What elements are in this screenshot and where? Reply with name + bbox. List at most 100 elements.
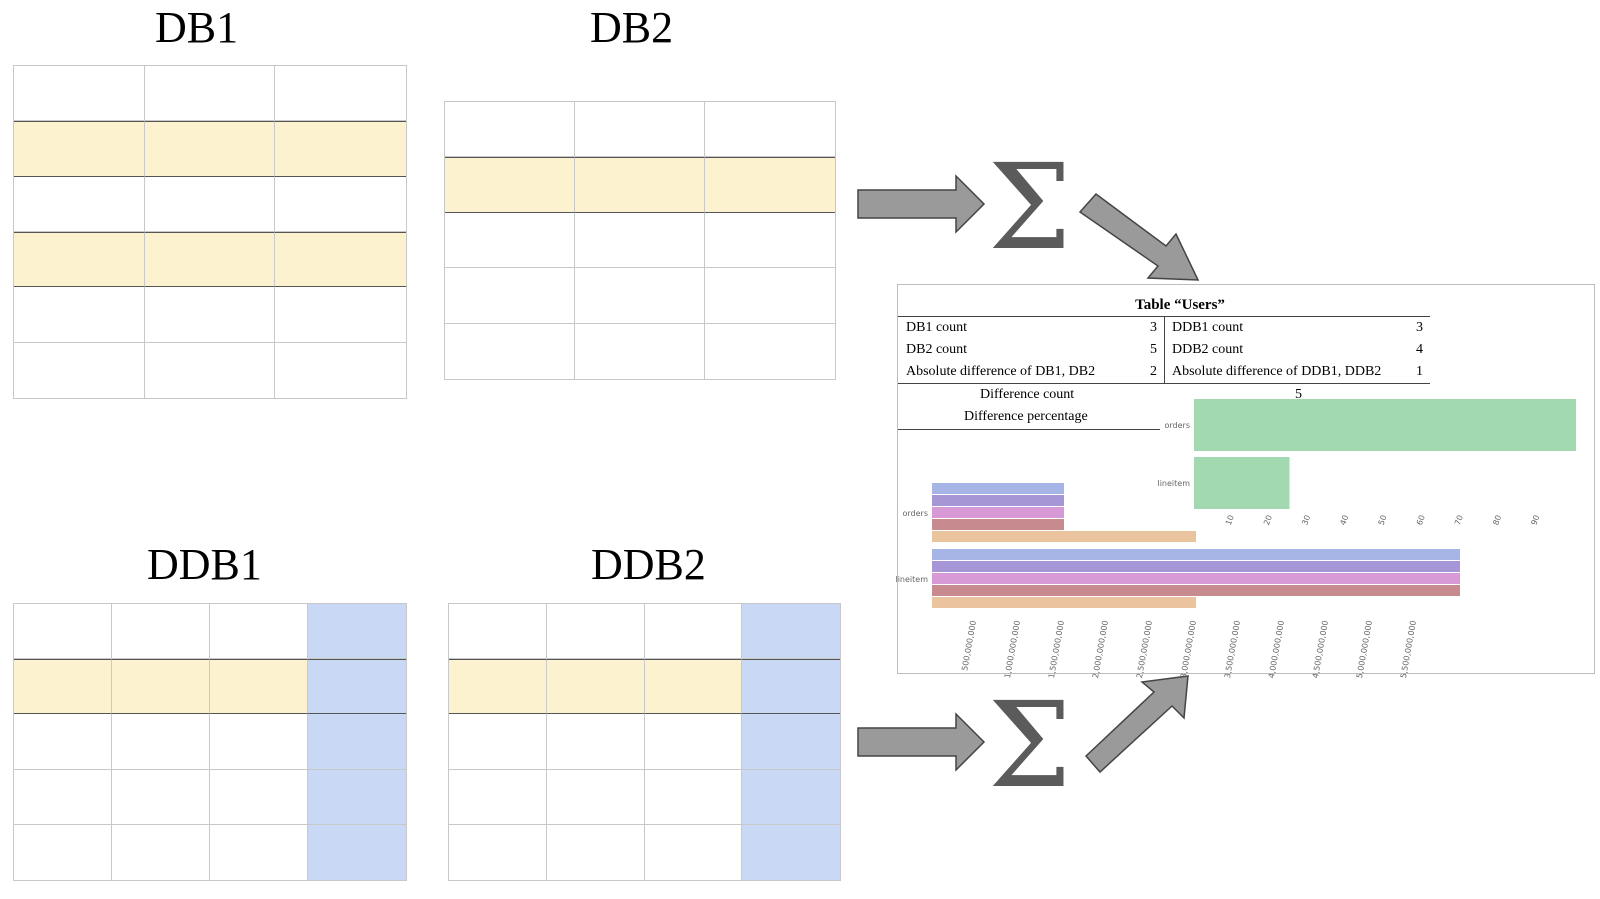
table-cell xyxy=(546,714,645,770)
stat-value: 2 xyxy=(1150,364,1157,379)
table-cell xyxy=(705,102,835,158)
tick-label: 2,000,000,000 xyxy=(1091,620,1110,679)
table-cell xyxy=(742,824,840,880)
table-cell xyxy=(112,604,210,660)
table-cell xyxy=(14,659,112,715)
table-cell xyxy=(308,769,406,825)
result-panel: Table “Users” DB1 count 3 DDB1 count 3 D… xyxy=(895,284,1595,679)
db2-title: DB2 xyxy=(590,3,674,52)
table-cell xyxy=(445,102,575,158)
tick-label: 40 xyxy=(1338,514,1350,527)
table-cell xyxy=(112,714,210,770)
category-label: orders xyxy=(1165,421,1191,430)
tick-label: 10 xyxy=(1224,514,1236,527)
table-cell xyxy=(14,824,112,880)
tick-label: 60 xyxy=(1415,514,1427,527)
tick-label: 80 xyxy=(1491,514,1503,527)
stats-table: DB1 count 3 DDB1 count 3 DB2 count 5 DDB… xyxy=(898,316,1430,384)
table-cell xyxy=(449,604,547,660)
table-cell xyxy=(644,824,743,880)
table-cell xyxy=(445,268,575,324)
arrow-right-bottom xyxy=(857,712,986,772)
bar-segment xyxy=(932,549,1460,560)
stat-value: 3 xyxy=(1150,320,1157,335)
table-cell xyxy=(644,714,743,770)
table-cell xyxy=(546,824,645,880)
stats-row: Absolute difference of DB1, DB2 2 Absolu… xyxy=(898,361,1430,383)
category-label: lineitem xyxy=(895,575,928,584)
table-cell xyxy=(644,659,743,715)
bar-segment xyxy=(932,507,1064,518)
bar-segment xyxy=(932,597,1196,608)
table-cell xyxy=(275,287,406,343)
table-cell xyxy=(705,323,835,379)
table-cell xyxy=(705,212,835,269)
bar-segment xyxy=(932,519,1064,530)
stat-label: Absolute difference of DDB1, DDB2 xyxy=(1172,364,1382,379)
table-cell xyxy=(210,604,308,660)
table-cell xyxy=(14,121,145,177)
table-cell xyxy=(275,176,406,232)
ddb1-title: DDB1 xyxy=(147,540,262,589)
table-cell xyxy=(546,659,645,715)
table-cell xyxy=(14,769,112,825)
tick-label: 30 xyxy=(1300,514,1312,527)
table-cell xyxy=(144,121,276,177)
tick-label: 90 xyxy=(1529,514,1541,527)
difference-count-label: Difference count xyxy=(980,387,1075,402)
table-cell xyxy=(112,659,210,715)
table-cell xyxy=(575,268,705,324)
tick-label: 50 xyxy=(1377,514,1389,527)
ddb1-table xyxy=(13,603,407,881)
table-cell xyxy=(144,342,276,398)
stats-bottom-rule xyxy=(898,383,1430,384)
stats-divider xyxy=(1164,317,1165,383)
table-cell xyxy=(14,176,145,232)
table-cell xyxy=(14,231,145,288)
tick-label: 3,500,000,000 xyxy=(1223,620,1242,679)
table-cell xyxy=(644,769,743,825)
table-cell xyxy=(275,342,406,398)
table-cell xyxy=(546,769,645,825)
table-cell xyxy=(449,824,547,880)
bar-segment xyxy=(932,573,1460,584)
stat-value: 3 xyxy=(1416,320,1423,335)
table-cell xyxy=(449,659,547,715)
table-cell xyxy=(575,212,705,269)
tick-label: 4,500,000,000 xyxy=(1311,620,1330,679)
table-cell xyxy=(210,769,308,825)
table-cell xyxy=(308,824,406,880)
table-cell xyxy=(112,769,210,825)
sum-symbol-bottom: Σ xyxy=(988,676,1072,814)
arrow-diag-down xyxy=(1078,192,1200,281)
table-cell xyxy=(308,604,406,660)
table-cell xyxy=(445,323,575,379)
stat-value: 4 xyxy=(1416,342,1423,357)
bar-segment xyxy=(932,561,1460,572)
stat-label: DB1 count xyxy=(906,320,968,335)
table-cell xyxy=(14,287,145,343)
tick-label: 4,000,000,000 xyxy=(1267,620,1286,679)
table-cell xyxy=(644,604,743,660)
stat-value: 5 xyxy=(1150,342,1157,357)
table-cell xyxy=(575,323,705,379)
stat-label: DB2 count xyxy=(906,342,968,357)
table-cell xyxy=(742,714,840,770)
arrow-right-top xyxy=(857,174,986,234)
db2-table xyxy=(444,101,836,380)
difference-rule xyxy=(898,429,1160,430)
tick-label: 70 xyxy=(1453,514,1465,527)
panel-title: Table “Users” xyxy=(1135,297,1225,313)
tick-label: 5,000,000,000 xyxy=(1355,620,1374,679)
table-cell xyxy=(144,231,276,288)
bar xyxy=(1194,399,1576,451)
table-cell xyxy=(275,121,406,177)
table-cell xyxy=(742,769,840,825)
table-cell xyxy=(546,604,645,660)
bar-segment xyxy=(932,531,1196,542)
bar-segment xyxy=(932,483,1064,494)
table-cell xyxy=(575,102,705,158)
table-cell xyxy=(210,659,308,715)
table-cell xyxy=(449,714,547,770)
